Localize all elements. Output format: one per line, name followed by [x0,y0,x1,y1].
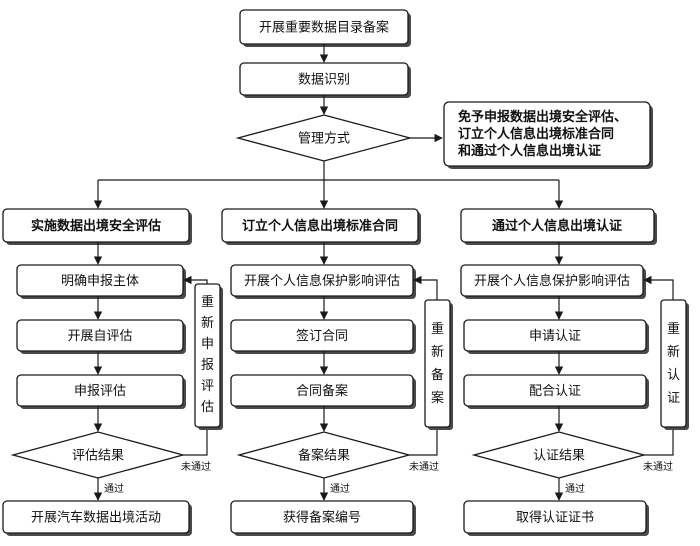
connector [183,430,208,456]
assessment-step-1: 明确申报主体 [16,264,186,299]
contract-decision-label: 备案结果 [298,448,350,464]
exempt-box: 免予申报数据出境安全评估、 订立个人信息出境标准合同 和通过个人信息出境认证 [443,101,653,169]
assessment-end-box: 开展汽车数据出境活动 [2,500,192,536]
contract-step-3-label: 合同备案 [296,383,348,399]
assessment-decision-label: 评估结果 [72,449,124,464]
certification-step-1: 开展个人信息保护影响评估 [460,264,646,299]
connector [644,430,674,456]
arrow [413,275,438,300]
contract-retry-char: 重 [431,321,444,337]
assessment-pass-label: 通过 [104,482,124,495]
exempt-line-3: 和通过个人信息出境认证 [458,143,601,159]
contract-title: 订立个人信息出境标准合同 [242,218,398,234]
assessment-step-2-label: 开展自评估 [67,329,132,344]
contract-retry-char: 备 [431,367,444,383]
contract-end-box: 获得备案编号 [230,500,416,536]
assessment-retry-char: 申 [201,337,214,352]
contract-retry-char: 新 [431,344,444,360]
contract-step-3: 合同备案 [230,374,416,409]
certification-title-box: 通过个人信息出境认证 [460,208,657,245]
manage-mode-decision: 管理方式 [235,114,413,162]
certification-retry-char: 重 [667,321,680,337]
assessment-step-3: 申报评估 [16,374,186,409]
data-identify-box: 数据识别 [239,62,411,98]
certification-step-1-label: 开展个人信息保护影响评估 [474,273,630,289]
manage-mode-label: 管理方式 [298,131,350,147]
certification-retry-char: 证 [667,391,680,406]
certification-retry-char: 新 [667,344,680,360]
register-catalog-label: 开展重要数据目录备案 [259,20,389,36]
assessment-retry-char: 估 [201,400,214,415]
certification-end-label: 取得认证证书 [516,510,594,526]
contract-step-2: 签订合同 [230,319,416,354]
exempt-line-1: 免予申报数据出境安全评估、 [458,109,627,125]
assessment-step-3-label: 申报评估 [74,384,126,399]
certification-decision: 认证结果 [471,431,647,479]
assessment-retry-char: 新 [201,315,214,331]
contract-end-label: 获得备案编号 [283,510,361,526]
arrow [183,275,208,285]
certification-retry-char: 认 [667,368,680,383]
register-catalog-box: 开展重要数据目录备案 [239,9,411,47]
contract-decision: 备案结果 [236,431,412,479]
certification-end-box: 取得认证证书 [463,500,649,536]
assessment-retry-char: 报 [201,358,214,373]
data-identify-label: 数据识别 [298,73,350,88]
contract-step-2-label: 签订合同 [296,328,348,344]
contract-retry-char: 案 [431,391,444,406]
certification-retry-box: 重 新 认 证 [660,299,689,430]
exempt-line-2: 订立个人信息出境标准合同 [458,126,614,142]
certification-decision-label: 认证结果 [533,449,585,464]
contract-retry-box: 重 新 备 案 [424,299,453,430]
contract-step-1: 开展个人信息保护影响评估 [230,264,416,299]
certification-title: 通过个人信息出境认证 [492,218,622,234]
certification-step-3: 配合认证 [463,374,649,409]
contract-title-box: 订立个人信息出境标准合同 [221,208,421,245]
assessment-end-label: 开展汽车数据出境活动 [31,510,161,526]
arrow [643,275,674,300]
contract-step-1-label: 开展个人信息保护影响评估 [244,273,400,289]
certification-pass-label: 通过 [565,482,585,495]
assessment-fail-label: 未通过 [181,460,211,473]
assessment-title: 实施数据出境安全评估 [31,218,161,234]
certification-step-2-label: 申请认证 [529,329,581,344]
certification-fail-label: 未通过 [643,460,673,473]
assessment-retry-char: 重 [201,294,214,310]
assessment-title-box: 实施数据出境安全评估 [2,208,192,245]
certification-step-2: 申请认证 [463,319,649,354]
contract-fail-label: 未通过 [409,460,439,473]
assessment-retry-char: 评 [201,379,214,394]
assessment-step-1-label: 明确申报主体 [61,274,139,289]
assessment-decision: 评估结果 [10,431,186,479]
assessment-step-2: 开展自评估 [16,319,186,354]
connector [409,430,438,456]
assessment-retry-box: 重 新 申 报 评 估 [194,283,223,430]
contract-pass-label: 通过 [330,482,350,495]
certification-step-3-label: 配合认证 [529,384,581,399]
